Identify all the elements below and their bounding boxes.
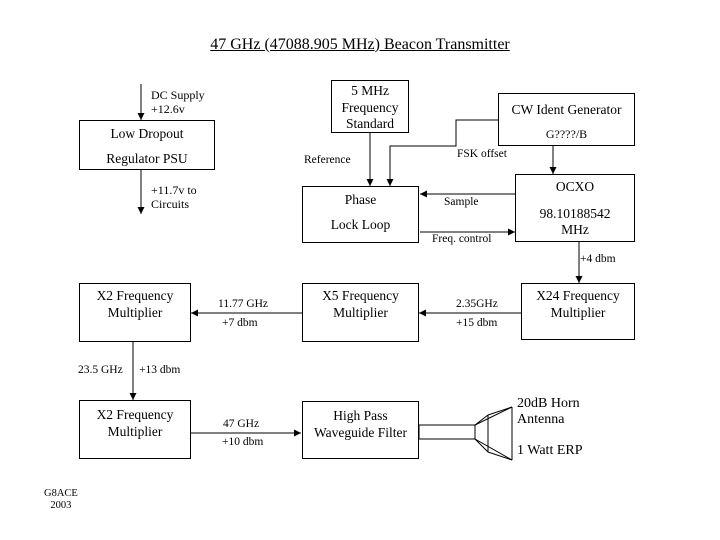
x5-line1: X5 Frequency: [322, 288, 399, 303]
signature-year: 2003: [50, 499, 72, 511]
psu-line2: Regulator PSU: [106, 151, 188, 166]
x24-out-freq-label: 2.35GHz: [456, 298, 498, 310]
x24-line1: X24 Frequency: [536, 288, 620, 303]
x24-out-level-label: +15 dbm: [456, 317, 498, 329]
hpf-line2: Waveguide Filter: [313, 425, 407, 440]
freq-control-label: Freq. control: [432, 233, 492, 245]
fsk-offset-label: FSK offset: [457, 148, 507, 160]
freq-std-line1: 5 MHz: [351, 83, 389, 98]
freq-std-line2: Frequency: [341, 100, 399, 115]
antenna-line2: Antenna: [517, 412, 565, 428]
dc-supply-line1: DC Supply: [151, 88, 205, 102]
x2-multiplier-bottom-block: X2 Frequency Multiplier: [79, 400, 191, 459]
psu-line1: Low Dropout: [110, 126, 184, 141]
hpf-line1: High Pass: [333, 408, 388, 423]
x2-bottom-line1: X2 Frequency: [96, 407, 174, 422]
pll-line2: Lock Loop: [330, 217, 391, 232]
horn-antenna-icon: [418, 406, 513, 461]
x2-top-line1: X2 Frequency: [96, 288, 174, 303]
x2-out-freq-label: 23.5 GHz: [78, 364, 123, 376]
final-freq-label: 47 GHz: [223, 418, 260, 430]
x2-out-level-label: +13 dbm: [139, 364, 181, 376]
dc-supply-line2: +12.6v: [151, 101, 185, 116]
author-signature: G8ACE 2003: [44, 488, 78, 511]
x2-bottom-line2: Multiplier: [107, 424, 163, 439]
page-title: 47 GHz (47088.905 MHz) Beacon Transmitte…: [210, 36, 510, 53]
erp-label: 1 Watt ERP: [517, 443, 583, 458]
x2-multiplier-top-block: X2 Frequency Multiplier: [79, 283, 191, 342]
wire-cw-to-pll: [386, 119, 498, 186]
x2-top-line2: Multiplier: [107, 305, 163, 320]
frequency-standard-block: 5 MHz Frequency Standard: [331, 80, 409, 133]
reference-label: Reference: [304, 154, 351, 166]
pll-block: Phase Lock Loop: [302, 186, 419, 243]
cw-ident-line2: G????/B: [545, 127, 588, 141]
ocxo-level-label: +4 dbm: [580, 253, 616, 265]
ocxo-line1: OCXO: [555, 179, 595, 194]
psu-block: Low Dropout Regulator PSU: [79, 120, 215, 170]
final-level-label: +10 dbm: [222, 436, 264, 448]
pll-line1: Phase: [344, 192, 377, 207]
x24-line2: Multiplier: [550, 305, 606, 320]
dc-supply-label: DC Supply +12.6v: [151, 88, 205, 117]
x5-out-level-label: +7 dbm: [222, 317, 258, 329]
freq-std-line3: Standard: [346, 116, 394, 131]
x5-multiplier-block: X5 Frequency Multiplier: [302, 283, 419, 342]
cw-ident-block: CW Ident Generator G????/B: [498, 93, 635, 146]
high-pass-filter-block: High Pass Waveguide Filter: [302, 401, 419, 459]
cw-ident-line1: CW Ident Generator: [511, 102, 622, 117]
ocxo-block: OCXO 98.10188542 MHz: [515, 174, 635, 242]
ocxo-line2: 98.10188542: [539, 206, 611, 221]
antenna-label: 20dB Horn Antenna: [517, 396, 580, 428]
circuits-line1: +11.7v to: [151, 183, 197, 197]
circuits-line2: Circuits: [151, 196, 189, 211]
circuits-label: +11.7v to Circuits: [151, 183, 197, 212]
sample-label: Sample: [444, 196, 479, 208]
x5-line2: Multiplier: [333, 305, 388, 320]
antenna-line1: 20dB Horn: [517, 396, 580, 411]
x24-multiplier-block: X24 Frequency Multiplier: [521, 283, 635, 340]
x5-out-freq-label: 11.77 GHz: [218, 298, 269, 310]
ocxo-line3: MHz: [561, 222, 589, 237]
signature-callsign: G8ACE: [44, 488, 78, 499]
